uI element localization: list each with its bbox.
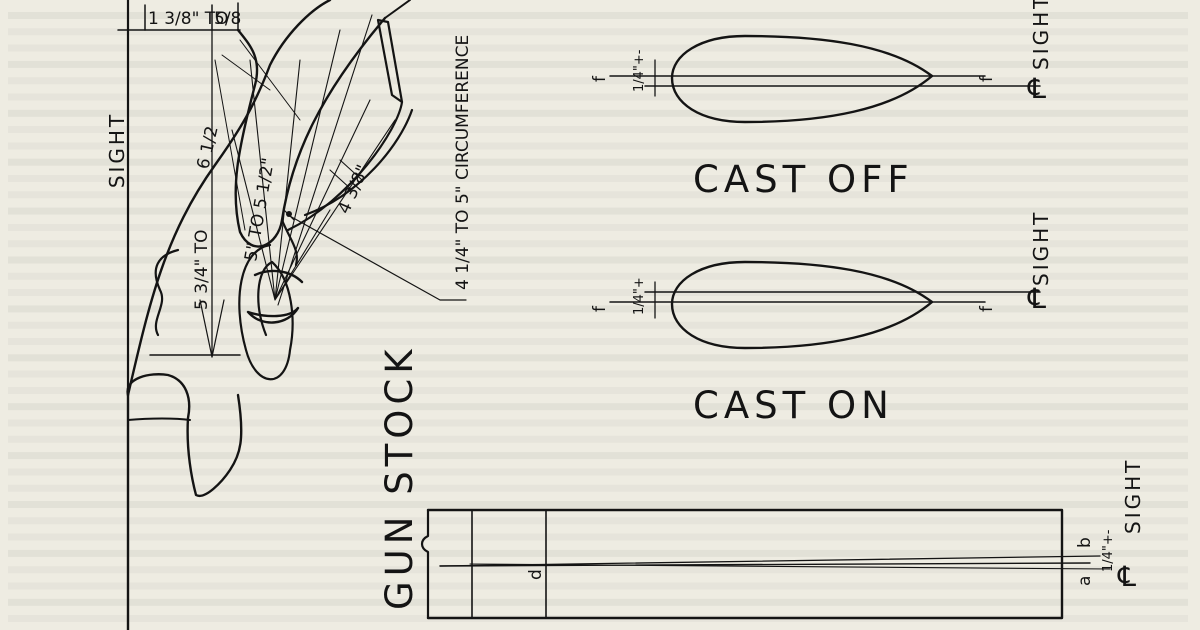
point-f-right-bottom: f <box>977 305 997 312</box>
dim-drop-range: 5 3/4" TO <box>192 229 212 310</box>
stock-top-view: d a b 1/4"+- ℄ SIGHT <box>420 458 1145 620</box>
dim-cast-on-offset: 1/4"+ <box>632 277 647 315</box>
label-sight-cast-on: SIGHT <box>1029 210 1053 286</box>
point-b: b <box>1075 537 1095 548</box>
cast-off-section: f f 1/4"+- ℄ SIGHT CAST OFF <box>590 0 1053 201</box>
dim-top-value: 5/8 <box>214 9 241 29</box>
dim-bottom-offset: 1/4"+- <box>1101 529 1116 572</box>
dim-cast-off-offset: 1/4"+- <box>632 49 647 92</box>
dim-circumference: 4 1/4" TO 5" CIRCUMFERENCE <box>453 35 473 290</box>
stock-side-profile <box>117 0 467 630</box>
centerline-symbol-middle: ℄ <box>1027 282 1046 315</box>
diagram-title: GUN STOCK <box>378 344 421 610</box>
cast-on-section: f f 1/4"+ ℄ SIGHT CAST ON <box>590 210 1053 427</box>
dim-grip-width: 4 3/8" <box>334 162 373 217</box>
label-sight-bottom: SIGHT <box>1121 458 1145 534</box>
centerline-symbol-bottom: ℄ <box>1117 560 1136 593</box>
dim-top-range: 1 3/8" TO <box>148 9 229 29</box>
point-a: a <box>1075 576 1095 586</box>
dim-mid-length: 6 1/2 <box>193 124 222 171</box>
label-cast-off: CAST OFF <box>693 158 914 201</box>
point-d: d <box>526 569 546 580</box>
centerline-symbol-top: ℄ <box>1027 72 1046 105</box>
side-profile-dimensions: SIGHT 1 3/8" TO 5/8 6 1/2 5 3/4" TO 5" T… <box>105 9 473 310</box>
point-f-left-bottom: f <box>590 305 610 312</box>
point-f-right-top: f <box>977 75 997 82</box>
dim-grip-range: 5" TO 5 1/2" <box>241 156 279 262</box>
label-sight-vertical: SIGHT <box>105 112 129 188</box>
label-cast-on: CAST ON <box>693 384 894 427</box>
point-f-left-top: f <box>590 75 610 82</box>
label-sight-cast-off: SIGHT <box>1029 0 1053 70</box>
